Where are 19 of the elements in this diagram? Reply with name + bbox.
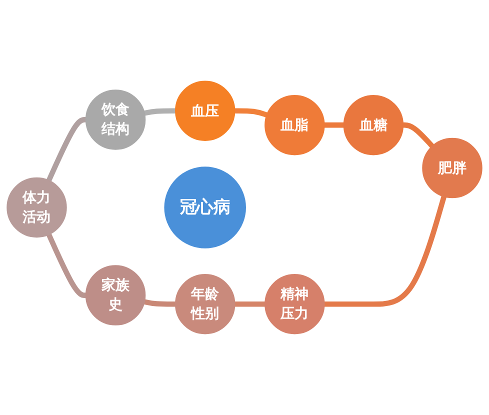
connector: [402, 122, 434, 148]
node-circle: 肥胖: [422, 138, 482, 198]
node-circle: 年龄性别: [174, 274, 236, 334]
node-circle: 家族史: [85, 265, 146, 326]
node-circle: 冠心病: [164, 166, 246, 248]
connector: [46, 117, 87, 182]
node-circle: 血脂: [264, 94, 325, 156]
node-circle: 饮食结构: [85, 90, 146, 150]
node-circle: 血糖: [343, 94, 404, 156]
node-circle: 体力活动: [6, 177, 67, 238]
connector: [234, 302, 266, 307]
connector: [323, 122, 345, 128]
connector: [234, 108, 268, 118]
connector: [144, 108, 176, 116]
connector: [46, 234, 87, 298]
node-circle: 精神压力: [264, 274, 325, 334]
node-circle: 血压: [174, 80, 236, 141]
connector: [144, 299, 176, 307]
connector: [323, 196, 447, 307]
